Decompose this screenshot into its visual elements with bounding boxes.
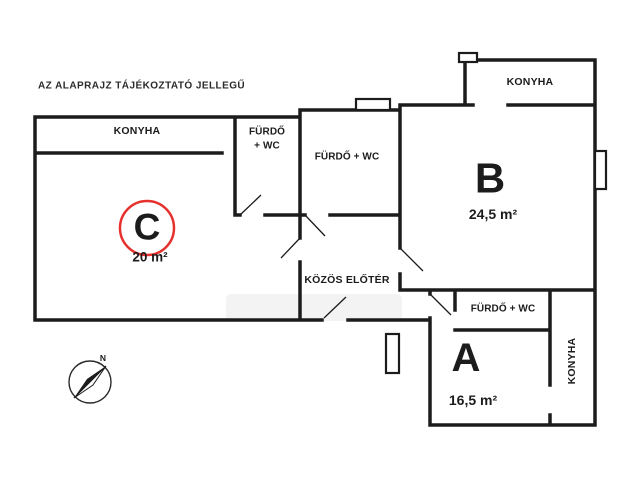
- unit-b-area: 24,5 m²: [469, 206, 518, 222]
- kitchen-c-label: KONYHA: [114, 125, 161, 137]
- bathroom-c-label-line1: FÜRDŐ: [249, 125, 285, 138]
- walls: [33, 58, 597, 427]
- compass-needle-axis: [73, 365, 107, 399]
- unit-b-letter: B: [475, 155, 505, 202]
- kitchen-a-label: KONYHA: [566, 337, 578, 384]
- door-swings: [239, 194, 452, 319]
- unit-c-circle: [118, 199, 176, 257]
- windows: [354, 51, 608, 375]
- bathroom-c-label-line2: + WC: [254, 141, 280, 152]
- bathroom-a-label: FÜRDŐ + WC: [471, 302, 536, 315]
- compass-north-label: N: [100, 353, 106, 363]
- bathroom-b-label: FÜRDŐ + WC: [315, 150, 380, 163]
- watermark: [226, 294, 402, 321]
- window-room-a: [384, 332, 401, 375]
- unit-a-area: 16,5 m²: [449, 392, 498, 408]
- vent-kitchen-b: [457, 51, 479, 64]
- unit-c-area: 20 m²: [132, 250, 168, 265]
- vent-shaft: [354, 97, 392, 112]
- window-room-b: [593, 149, 608, 191]
- compass: N: [68, 353, 112, 404]
- unit-a-letter: A: [452, 336, 481, 380]
- compass-circle: [68, 360, 112, 404]
- unit-c-letter: C: [134, 207, 161, 248]
- disclaimer-text: AZ ALAPRAJZ TÁJÉKOZTATÓ JELLEGŰ: [38, 79, 245, 92]
- kitchen-b-label: KONYHA: [507, 76, 554, 88]
- common-hall-label: KÖZÖS ELŐTÉR: [304, 273, 389, 286]
